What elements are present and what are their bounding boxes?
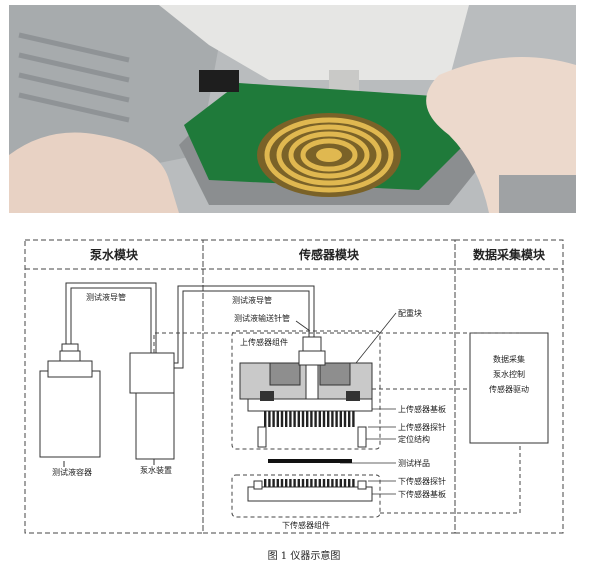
lower-probe xyxy=(327,479,330,487)
lower-assembly-label: 下传感器组件 xyxy=(282,520,330,530)
pump-control-line xyxy=(153,332,520,353)
lower-probe xyxy=(310,479,313,487)
lower-board-label: 下传感器基板 xyxy=(398,489,446,499)
lower-probe xyxy=(280,479,284,487)
pump-device xyxy=(129,352,175,394)
sensor-module-title: 传感器模块 xyxy=(298,247,360,262)
lower-probe-label: 下传感器探针 xyxy=(398,476,446,486)
lower-probe xyxy=(343,479,347,487)
lower-probe-array xyxy=(264,479,355,487)
lower-probe xyxy=(339,479,342,487)
lower-probe xyxy=(289,479,292,487)
lower-probe xyxy=(268,479,271,487)
tube-label-1: 测试液导管 xyxy=(86,292,126,302)
upper-probe xyxy=(327,411,330,427)
lower-sensor-signal-line xyxy=(380,443,521,514)
positioning-label: 定位结构 xyxy=(398,434,430,444)
upper-probe xyxy=(339,411,342,427)
upper-probe xyxy=(352,411,355,427)
upper-sensor-assembly-frame xyxy=(231,330,381,450)
lower-probe xyxy=(301,479,305,487)
lower-probe xyxy=(264,479,267,487)
upper-probe xyxy=(268,411,271,427)
upper-probe xyxy=(264,411,267,427)
lower-sensor-assembly-frame xyxy=(231,474,381,518)
lower-probe xyxy=(293,479,296,487)
test-sample xyxy=(268,459,352,463)
upper-probe xyxy=(306,411,309,427)
upper-probe xyxy=(301,411,305,427)
upper-probe xyxy=(310,411,313,427)
upper-probe-label: 上传感器探针 xyxy=(398,422,446,432)
test-liquid-container xyxy=(39,370,101,458)
upper-board-label: 上传感器基板 xyxy=(398,404,446,414)
figure-caption: 图 1 仪器示意图 xyxy=(268,549,341,562)
upper-probe xyxy=(285,411,288,427)
lower-sensor-board xyxy=(247,486,373,502)
upper-assembly-label: 上传感器组件 xyxy=(240,337,288,347)
daq-line-3: 传感器驱动 xyxy=(489,384,529,394)
pump-module-frame xyxy=(24,239,204,534)
upper-probe xyxy=(276,411,279,427)
positioning-structure-left xyxy=(257,426,267,448)
daq-control-box xyxy=(469,332,549,444)
lower-probe xyxy=(276,479,279,487)
lower-probe xyxy=(285,479,288,487)
lower-probe xyxy=(272,479,275,487)
upper-probe xyxy=(272,411,275,427)
daq-line-1: 数据采集 xyxy=(493,354,525,364)
upper-probe xyxy=(322,411,326,427)
lower-probe xyxy=(348,479,351,487)
lower-probe xyxy=(306,479,309,487)
upper-probe xyxy=(293,411,296,427)
upper-probe xyxy=(280,411,284,427)
upper-probe xyxy=(348,411,351,427)
instrument-photo xyxy=(9,5,576,213)
needle-tube-label: 测试液输送针管 xyxy=(234,313,290,323)
upper-probe xyxy=(343,411,347,427)
lower-probe xyxy=(335,479,338,487)
upper-probe xyxy=(297,411,300,427)
container-label: 测试液容器 xyxy=(52,467,92,477)
sample-label: 测试样品 xyxy=(398,458,430,468)
lower-probe xyxy=(297,479,300,487)
lower-probe xyxy=(352,479,355,487)
upper-sensor-board xyxy=(247,398,373,412)
upper-probe xyxy=(335,411,338,427)
upper-probe xyxy=(331,411,334,427)
schematic-diagram: 泵水模块 传感器模块 数据采集模块 测试液导管 测试液容器 泵水装置 测试液导管… xyxy=(24,239,564,562)
upper-probe xyxy=(289,411,292,427)
positioning-structure-right xyxy=(357,426,367,448)
tube-label-2: 测试液导管 xyxy=(232,295,272,305)
pump-device-label: 泵水装置 xyxy=(140,465,172,475)
pump-module-title: 泵水模块 xyxy=(90,247,139,262)
weight-block-label: 配重块 xyxy=(398,308,422,318)
lower-probe xyxy=(322,479,326,487)
daq-line-2: 泵水控制 xyxy=(493,369,525,379)
lower-probe xyxy=(331,479,334,487)
lower-probe xyxy=(314,479,317,487)
lower-probe xyxy=(318,479,321,487)
daq-module-title: 数据采集模块 xyxy=(473,247,546,262)
upper-probe xyxy=(318,411,321,427)
upper-probe-array xyxy=(264,411,355,427)
upper-probe xyxy=(314,411,317,427)
